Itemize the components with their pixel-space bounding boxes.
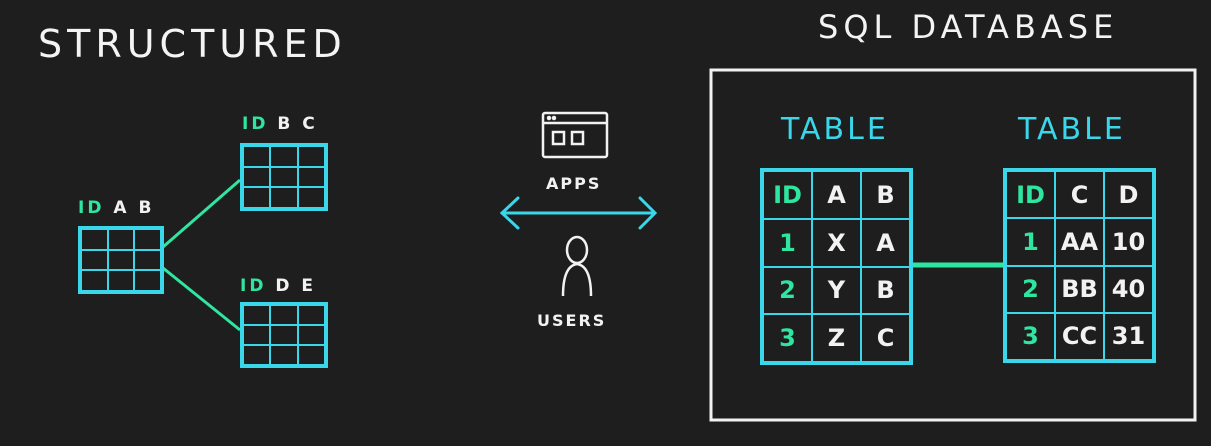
cell: 40 [1104, 265, 1153, 313]
structured-table-bottom [240, 302, 328, 368]
cell: Z [812, 314, 861, 362]
col: E [301, 276, 317, 296]
users-label: USERS [537, 311, 607, 330]
cell: CC [1055, 312, 1104, 360]
app-window-icon [541, 111, 609, 159]
cell: 1 [763, 218, 812, 267]
table-name-2: TABLE [1018, 112, 1126, 147]
structured-table-top [240, 143, 328, 211]
sql-database-title: SQL DATABASE [818, 8, 1119, 46]
link-line-top [162, 178, 241, 249]
table-label-id-a-b: ID A B [78, 198, 154, 218]
col: B [277, 114, 294, 134]
apps-label: APPS [546, 174, 602, 193]
table-label-id-b-c: ID B C [242, 114, 318, 134]
header-cell: A [812, 171, 861, 219]
col-id: ID [78, 198, 105, 218]
user-icon [561, 235, 593, 297]
cell: 2 [763, 266, 812, 315]
cell: AA [1055, 218, 1104, 266]
cell: 31 [1104, 312, 1153, 360]
table-name-1: TABLE [781, 112, 889, 147]
sql-table-2: ID C D 1 AA 10 2 BB 40 3 CC 31 [1003, 168, 1156, 363]
cell: 3 [1006, 312, 1055, 360]
col-id: ID [240, 276, 267, 296]
col: D [275, 276, 293, 296]
col: C [302, 114, 318, 134]
cell: 1 [1006, 218, 1055, 266]
sql-table-1: ID A B 1 X A 2 Y B 3 Z C [760, 168, 913, 365]
cell: 2 [1006, 265, 1055, 313]
cell: X [812, 218, 861, 267]
header-cell: ID [1006, 171, 1055, 219]
table-label-id-d-e: ID D E [240, 276, 316, 296]
cell: C [861, 314, 910, 362]
header-cell: ID [763, 171, 812, 219]
cell: Y [812, 266, 861, 315]
cell: BB [1055, 265, 1104, 313]
structured-table-left [78, 226, 164, 294]
col: A [113, 198, 130, 218]
header-cell: D [1104, 171, 1153, 219]
cell: B [861, 266, 910, 315]
link-line-bottom [162, 266, 241, 332]
col-id: ID [242, 114, 269, 134]
cell: A [861, 218, 910, 267]
double-arrow-icon [499, 196, 658, 230]
cell: 10 [1104, 218, 1153, 266]
cell: 3 [763, 314, 812, 362]
header-cell: B [861, 171, 910, 219]
header-cell: C [1055, 171, 1104, 219]
structured-title: STRUCTURED [38, 22, 347, 66]
database-frame [709, 68, 1197, 422]
col: B [138, 198, 155, 218]
